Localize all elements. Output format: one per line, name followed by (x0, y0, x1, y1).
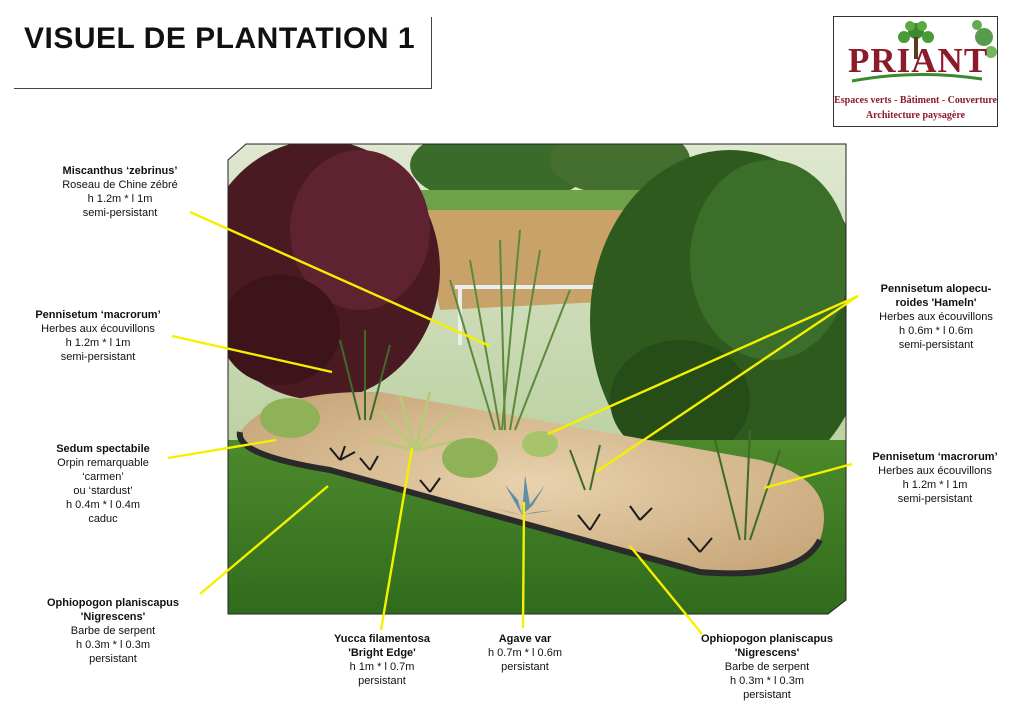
logo-subtitle-architecture: Architecture paysagère (865, 110, 966, 121)
leader-ophiopogon-right (629, 545, 703, 635)
logo-subtitle-services: Espaces verts - Bâtiment - Couverture (834, 95, 997, 106)
label-miscanthus: Miscanthus ‘zebrinus’ Roseau de Chine zé… (62, 165, 178, 219)
label-agave: Agave var h 0.7m * l 0.6m persistant (488, 633, 562, 673)
leader-pennisetum-macrorum-left (171, 334, 333, 374)
label-yucca: Yucca filamentosa 'Bright Edge' h 1m * l… (334, 633, 430, 687)
label-pennisetum-macrorum-right: Pennisetum ‘macrorum’ Herbes aux écouvil… (872, 451, 998, 505)
logo-wordmark: PRIANT (848, 41, 989, 80)
leader-sedum (167, 438, 277, 460)
leader-agave (521, 501, 526, 629)
leader-ophiopogon-left (199, 485, 329, 595)
company-logo: PRIANT Espaces verts - Bâtiment - Couver… (833, 16, 998, 127)
label-ophiopogon-right: Ophiopogon planiscapus 'Nigrescens' Barb… (701, 633, 833, 701)
title-box: VISUEL DE PLANTATION 1 (14, 17, 432, 89)
page-title: VISUEL DE PLANTATION 1 (24, 22, 416, 55)
leader-pennisetum-hameln-b (595, 295, 859, 473)
leader-yucca (379, 447, 414, 631)
logo-tree-icon (851, 20, 997, 83)
leader-pennisetum-macrorum-right (763, 462, 853, 490)
label-pennisetum-hameln: Pennisetum alopecu- roides 'Hameln' Herb… (879, 283, 993, 351)
leader-miscanthus (189, 210, 491, 348)
label-sedum: Sedum spectabile Orpin remarquable ‘carm… (56, 443, 150, 525)
label-ophiopogon-left: Ophiopogon planiscapus 'Nigrescens' Barb… (47, 597, 179, 665)
leader-pennisetum-hameln-a (547, 294, 859, 436)
label-pennisetum-macrorum-left: Pennisetum ‘macrorum’ Herbes aux écouvil… (35, 309, 161, 363)
leader-lines (167, 210, 859, 635)
scene-image (228, 144, 846, 614)
